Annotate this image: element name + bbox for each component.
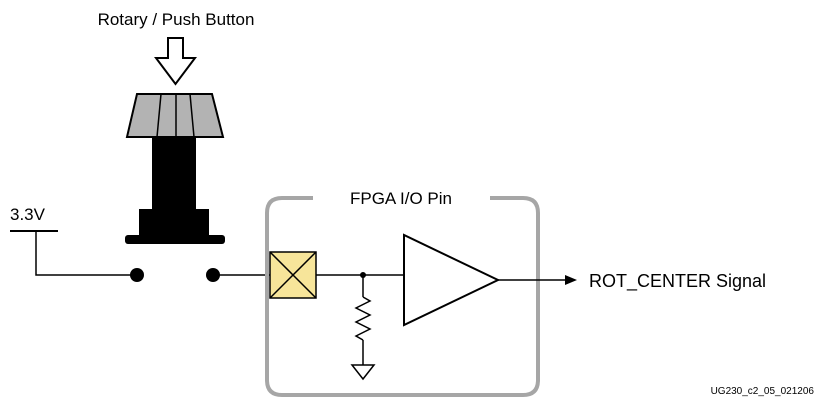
fpga-io-box (265, 196, 540, 397)
pull-down-resistor-icon (354, 296, 372, 341)
switch-body-icon (125, 137, 225, 244)
io-pin-label: FPGA I/O Pin (350, 189, 452, 208)
io-pad-icon (269, 251, 317, 299)
output-arrow-icon (565, 275, 577, 285)
knob-icon (125, 93, 225, 138)
output-signal-label: ROT_CENTER Signal (589, 271, 766, 292)
figure-id: UG230_c2_05_021206 (711, 386, 815, 397)
supply-wire (35, 231, 137, 276)
button-title: Rotary / Push Button (98, 10, 255, 29)
ground-icon (350, 364, 376, 381)
switch-contact-left (130, 268, 144, 282)
supply-label: 3.3V (10, 205, 46, 224)
input-buffer-icon (403, 233, 501, 327)
push-arrow-icon (154, 37, 197, 86)
